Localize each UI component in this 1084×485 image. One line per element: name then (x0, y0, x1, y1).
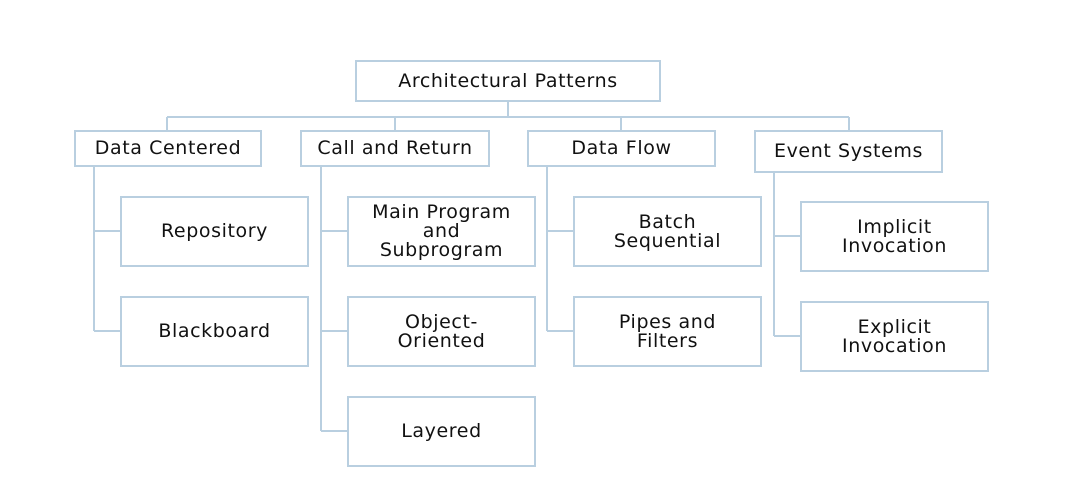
pattern-batch-sequential: Batch Sequential (573, 196, 762, 267)
pattern-blackboard: Blackboard (120, 296, 309, 367)
category-event-systems: Event Systems (754, 130, 943, 173)
pattern-label: Repository (160, 220, 269, 242)
pattern-layered: Layered (347, 396, 536, 467)
root-node: Architectural Patterns (355, 60, 661, 102)
pattern-repository: Repository (120, 196, 309, 267)
category-call-and-return: Call and Return (300, 130, 490, 167)
category-data-centered: Data Centered (74, 130, 262, 167)
pattern-label: Blackboard (158, 320, 271, 342)
pattern-explicit-invocation: Explicit Invocation (800, 301, 989, 372)
category-label: Data Centered (94, 137, 242, 159)
category-label: Event Systems (773, 140, 924, 162)
root-label: Architectural Patterns (398, 69, 618, 92)
pattern-pipes-and-filters: Pipes and Filters (573, 296, 762, 367)
category-data-flow: Data Flow (527, 130, 716, 167)
pattern-label: Object- Oriented (397, 310, 486, 352)
pattern-implicit-invocation: Implicit Invocation (800, 201, 989, 272)
category-label: Call and Return (317, 137, 473, 159)
pattern-object-oriented: Object- Oriented (347, 296, 536, 367)
pattern-label: Explicit Invocation (842, 315, 947, 357)
pattern-label: Pipes and Filters (618, 310, 717, 352)
pattern-label: Main Program and Subprogram (372, 201, 511, 261)
pattern-label: Implicit Invocation (842, 215, 947, 257)
category-label: Data Flow (571, 137, 672, 159)
pattern-label: Batch Sequential (613, 210, 722, 252)
pattern-main-program-and-subprogram: Main Program and Subprogram (347, 196, 536, 267)
pattern-label: Layered (401, 420, 482, 442)
